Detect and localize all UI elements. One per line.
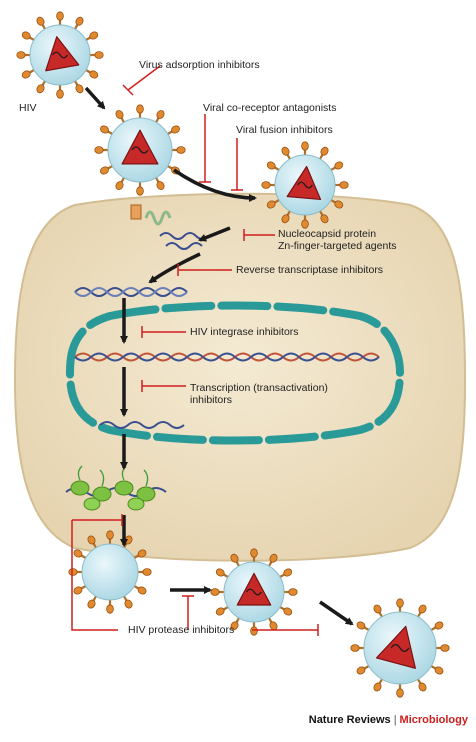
inhibitor-lines [71, 65, 319, 636]
inhibitor-nucleocapsid [243, 229, 275, 241]
integrated-provirus [74, 352, 380, 362]
ribosome-cluster [65, 465, 167, 511]
label-fusion-inhibitors: Viral fusion inhibitors [236, 124, 333, 136]
inhibitor-protease [71, 514, 319, 636]
virion-budding-2 [210, 548, 298, 636]
transcribed-rna [99, 421, 185, 429]
virion-free [16, 11, 104, 99]
label-nucleocapsid-2: Zn-finger-targeted agents [278, 240, 397, 252]
inhibitor-transcription [141, 380, 186, 392]
label-nucleocapsid-1: Nucleocapsid protein [278, 228, 377, 240]
label-rt-inhibitors: Reverse transcriptase inhibitors [236, 264, 384, 276]
arrow-release [319, 600, 354, 626]
inhibitor-rt [177, 264, 232, 276]
footer-separator: | [393, 714, 397, 726]
inhibitor-fusion [231, 138, 243, 191]
inhibitor-coreceptor [199, 114, 211, 183]
label-integrase-inhibitors: HIV integrase inhibitors [190, 326, 299, 338]
label-transcription-1: Transcription (transactivation) [190, 382, 328, 394]
virion-budding-1 [68, 530, 152, 614]
reverse-transcribed-dna [74, 287, 188, 297]
host-cell [13, 192, 467, 562]
journal-section: Microbiology [399, 714, 468, 726]
inhibitor-integrase [141, 326, 186, 338]
arrow-reverse-transcription [148, 252, 201, 284]
virion-attaching [94, 104, 186, 196]
nucleus-envelope [65, 301, 405, 445]
virion-group [16, 11, 450, 698]
inhibitor-adsorption [122, 65, 161, 96]
arrow-fusion [173, 168, 257, 202]
arrow-uncoating [198, 226, 231, 242]
hiv-label: HIV [19, 102, 37, 114]
arrow-adsorption [84, 86, 106, 110]
virion-fusing [261, 141, 349, 229]
virion-mature [350, 598, 450, 698]
journal-name: Nature Reviews [308, 714, 391, 726]
journal-footer: Nature Reviews|Microbiology [309, 714, 468, 726]
label-protease-inhibitors: HIV protease inhibitors [128, 624, 235, 636]
label-coreceptor-antagonists: Viral co-receptor antagonists [203, 102, 337, 114]
label-adsorption-inhibitors: Virus adsorption inhibitors [139, 59, 260, 71]
cd4-receptor [130, 204, 172, 226]
process-arrows [84, 86, 354, 626]
label-transcription-2: inhibitors [190, 394, 233, 406]
